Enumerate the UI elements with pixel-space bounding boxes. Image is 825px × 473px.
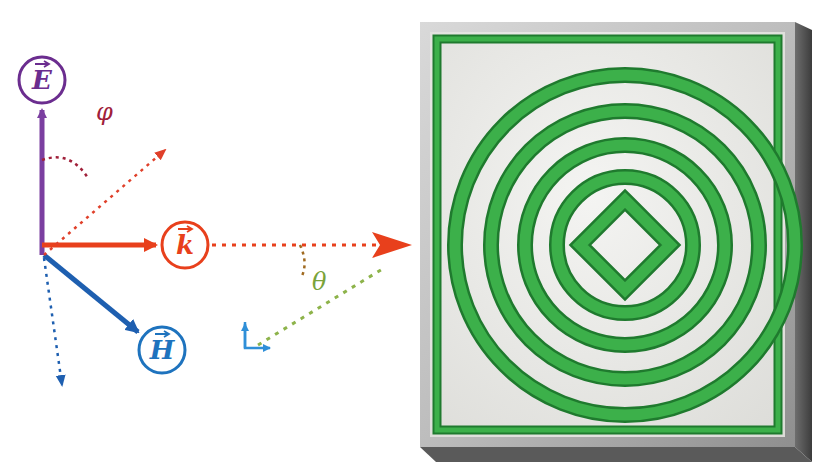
rotated-e-line — [44, 150, 165, 255]
vector-symbol: k — [176, 230, 194, 260]
ring-pattern — [455, 75, 795, 415]
theta-arc — [300, 245, 305, 276]
vector-symbol: E — [32, 65, 52, 95]
vector-circle: k — [160, 220, 210, 270]
k-extension — [212, 244, 410, 247]
plate-bottom — [420, 447, 812, 462]
phi-arc — [42, 157, 88, 178]
h-vector — [44, 255, 138, 332]
angle-label: φ — [96, 98, 113, 126]
axis-icon-up — [244, 324, 247, 348]
k-vector — [42, 243, 156, 248]
vector-symbol: H — [150, 335, 175, 365]
vector-circle: E — [17, 55, 67, 105]
vector-circle: H — [137, 325, 187, 375]
e-vector — [40, 110, 45, 255]
axis-icon — [245, 322, 270, 348]
theta-line — [258, 268, 384, 345]
rotated-h-line — [44, 258, 62, 385]
angle-label: θ — [312, 268, 326, 296]
plate-frame — [420, 22, 795, 447]
